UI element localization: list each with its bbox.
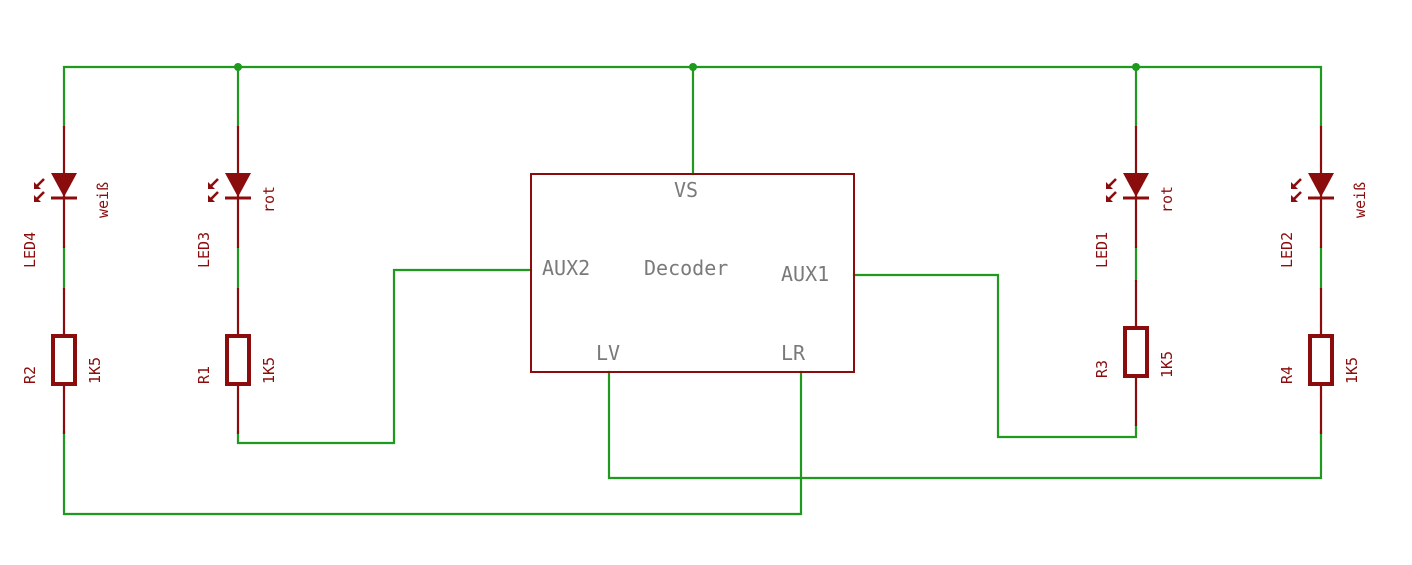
led-ref-label: LED3 xyxy=(195,232,213,268)
resistor-symbol-icon xyxy=(1308,286,1334,436)
decoder-pin-aux1-label: AUX1 xyxy=(781,262,829,286)
net-lv xyxy=(607,370,1323,480)
decoder-name-label: Decoder xyxy=(644,256,728,280)
resistor-value-label: 1K5 xyxy=(86,357,104,384)
led-value-label: rot xyxy=(1158,186,1176,213)
led-value-label: weiß xyxy=(1351,182,1369,218)
resistor-r2[interactable]: R2 1K5 xyxy=(21,286,104,436)
led-symbol-icon xyxy=(32,124,79,250)
resistor-ref-label: R1 xyxy=(195,366,213,384)
resistor-symbol-icon xyxy=(51,286,77,436)
led-led1[interactable]: LED1 rot xyxy=(1093,124,1176,268)
resistor-ref-label: R2 xyxy=(21,366,39,384)
resistor-r4[interactable]: R4 1K5 xyxy=(1278,286,1361,436)
resistor-symbol-icon xyxy=(1123,278,1149,428)
decoder-outline xyxy=(530,173,855,373)
led-ref-label: LED4 xyxy=(21,232,39,268)
decoder-block[interactable]: VS AUX2 Decoder AUX1 LV LR xyxy=(530,173,855,373)
decoder-pin-vs-label: VS xyxy=(674,178,698,202)
decoder-pin-aux2-label: AUX2 xyxy=(542,256,590,280)
decoder-pin-lv-label: LV xyxy=(596,341,620,365)
led-symbol-icon xyxy=(1104,124,1151,250)
led-led2[interactable]: LED2 weiß xyxy=(1278,124,1369,268)
decoder-pin-lr-label: LR xyxy=(781,341,806,365)
net-aux1 xyxy=(852,273,1138,439)
led-value-label: rot xyxy=(260,186,278,213)
resistor-r1[interactable]: R1 1K5 xyxy=(195,286,278,436)
resistor-ref-label: R4 xyxy=(1278,366,1296,384)
led-symbol-icon xyxy=(1289,124,1336,250)
led-value-label: weiß xyxy=(94,182,112,218)
junction-dot xyxy=(1132,63,1140,71)
resistor-ref-label: R3 xyxy=(1093,360,1111,378)
led-led4[interactable]: LED4 weiß xyxy=(21,124,112,268)
resistor-value-label: 1K5 xyxy=(1158,351,1176,378)
resistor-symbol-icon xyxy=(225,286,251,436)
junction-dot xyxy=(234,63,242,71)
led-led3[interactable]: LED3 rot xyxy=(195,124,278,268)
net-lr xyxy=(62,370,803,516)
resistor-value-label: 1K5 xyxy=(1343,357,1361,384)
resistor-r3[interactable]: R3 1K5 xyxy=(1093,278,1176,428)
net-aux2 xyxy=(236,268,533,445)
led-symbol-icon xyxy=(206,124,253,250)
resistor-value-label: 1K5 xyxy=(260,357,278,384)
led-ref-label: LED1 xyxy=(1093,232,1111,268)
led-ref-label: LED2 xyxy=(1278,232,1296,268)
junction-dot xyxy=(689,63,697,71)
net-vs xyxy=(62,63,1323,176)
